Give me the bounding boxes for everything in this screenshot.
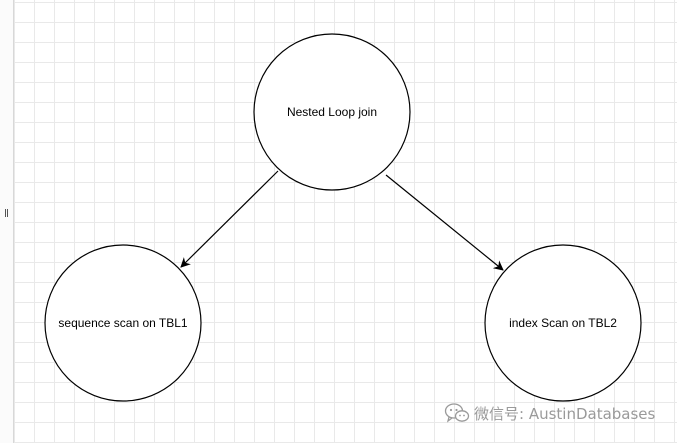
- edge-join-to-scan2[interactable]: [385, 174, 504, 271]
- node-label: index Scan on TBL2: [509, 316, 617, 330]
- canvas-left-rail: [0, 0, 14, 443]
- wechat-icon: [444, 403, 470, 423]
- node-sequence-scan-tbl1[interactable]: sequence scan on TBL1: [44, 244, 202, 402]
- node-label: sequence scan on TBL1: [58, 316, 188, 330]
- edge-join-to-scan1[interactable]: [180, 170, 279, 268]
- panel-collapse-handle[interactable]: [5, 209, 8, 217]
- watermark: 微信号: AustinDatabases: [444, 402, 655, 424]
- node-nested-loop-join[interactable]: Nested Loop join: [253, 33, 411, 191]
- node-index-scan-tbl2[interactable]: index Scan on TBL2: [484, 244, 642, 402]
- node-label: Nested Loop join: [287, 105, 377, 119]
- watermark-text: 微信号: AustinDatabases: [474, 404, 656, 423]
